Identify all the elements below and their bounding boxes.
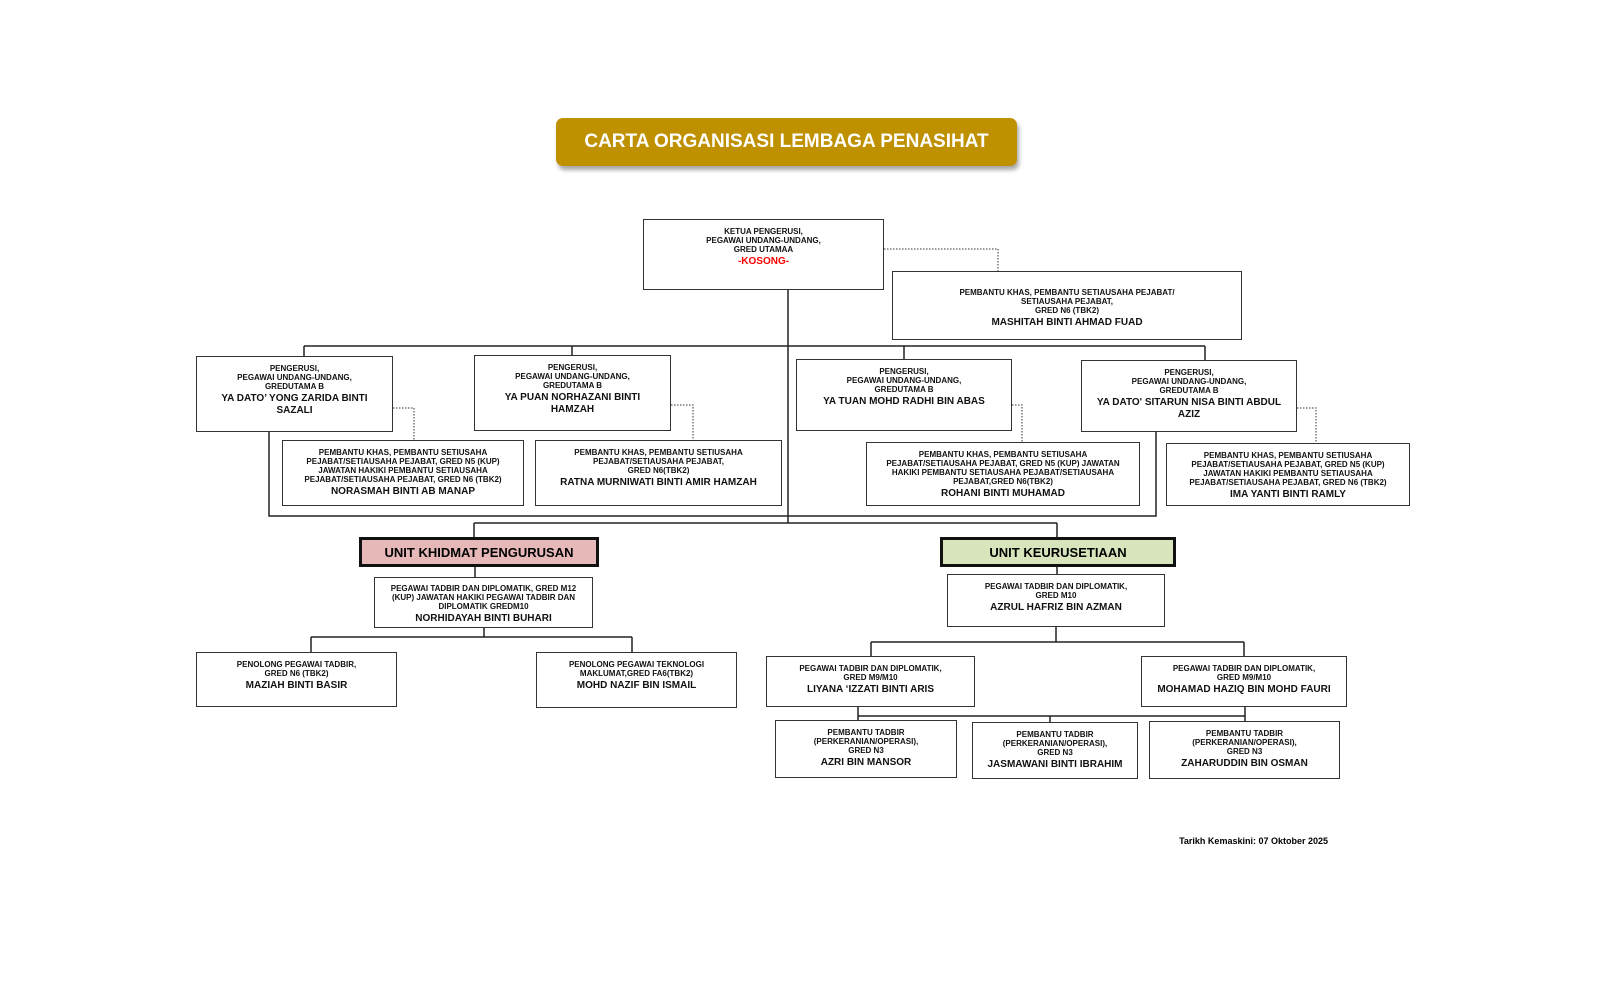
person-name: YA TUAN MOHD RADHI BIN ABAS — [823, 396, 985, 407]
position-title: KETUA PENGERUSI, PEGAWAI UNDANG-UNDANG, … — [706, 227, 821, 254]
position-title: PENGERUSI, PEGAWAI UNDANG-UNDANG, GREDUT… — [1131, 368, 1247, 395]
staff-box: PENOLONG PEGAWAI TADBIR, GRED N6 (TBK2) … — [196, 652, 397, 707]
person-name: MASHITAH BINTI AHMAD FUAD — [991, 317, 1143, 328]
position-title: PENGERUSI, PEGAWAI UNDANG-UNDANG, GREDUT… — [846, 367, 962, 394]
pengerusi-box: PENGERUSI, PEGAWAI UNDANG-UNDANG, GREDUT… — [474, 355, 671, 431]
chart-title: CARTA ORGANISASI LEMBAGA PENASIHAT — [556, 118, 1017, 166]
person-name: NORHIDAYAH BINTI BUHARI — [415, 613, 552, 624]
unit-khidmat-pengurusan-header: UNIT KHIDMAT PENGURUSAN — [359, 537, 599, 567]
assistant-box: PEMBANTU KHAS, PEMBANTU SETIUSAHA PEJABA… — [1166, 443, 1410, 506]
position-title: PEMBANTU TADBIR (PERKERANIAN/OPERASI), G… — [1002, 730, 1108, 757]
position-title: PEMBANTU TADBIR (PERKERANIAN/OPERASI), G… — [1192, 729, 1297, 756]
person-name: ZAHARUDDIN BIN OSMAN — [1181, 758, 1308, 769]
person-name: MAZIAH BINTI BASIR — [245, 680, 348, 691]
position-title: PEGAWAI TADBIR DAN DIPLOMATIK, GRED M9/M… — [799, 664, 942, 682]
unit-keurusetiaan-head-box: PEGAWAI TADBIR DAN DIPLOMATIK, GRED M10 … — [947, 574, 1165, 627]
assistant-box: PEMBANTU KHAS, PEMBANTU SETIUSAHA PEJABA… — [866, 442, 1140, 506]
person-name: ROHANI BINTI MUHAMAD — [941, 488, 1065, 499]
staff-box: PENOLONG PEGAWAI TEKNOLOGI MAKLUMAT,GRED… — [536, 652, 737, 708]
person-name: MOHAMAD HAZIQ BIN MOHD FAURI — [1157, 684, 1331, 695]
person-name: AZRI BIN MANSOR — [820, 757, 912, 768]
staff-box: PEMBANTU TADBIR (PERKERANIAN/OPERASI), G… — [972, 722, 1138, 779]
person-name: AZRUL HAFRIZ BIN AZMAN — [990, 602, 1122, 613]
unit-khidmat-head-box: PEGAWAI TADBIR DAN DIPLOMATIK, GRED M12 … — [374, 577, 593, 628]
staff-box: PEMBANTU TADBIR (PERKERANIAN/OPERASI), G… — [1149, 721, 1340, 779]
person-name: JASMAWANI BINTI IBRAHIM — [987, 759, 1123, 770]
position-title: PENGERUSI, PEGAWAI UNDANG-UNDANG, GREDUT… — [515, 363, 630, 390]
staff-box: PEMBANTU TADBIR (PERKERANIAN/OPERASI), G… — [775, 720, 957, 778]
position-title: PEGAWAI TADBIR DAN DIPLOMATIK, GRED M12 … — [390, 584, 577, 611]
vacant-label: -KOSONG- — [737, 256, 790, 267]
pengerusi-box: PENGERUSI, PEGAWAI UNDANG-UNDANG, GREDUT… — [196, 356, 393, 432]
person-name: LIYANA ‘IZZATI BINTI ARIS — [806, 684, 935, 695]
person-name: NORASMAH BINTI AB MANAP — [330, 486, 476, 497]
position-title: PEGAWAI TADBIR DAN DIPLOMATIK, GRED M10 — [984, 582, 1128, 600]
person-name: YA DATO' SITARUN NISA BINTI ABDUL AZIZ — [1096, 397, 1282, 420]
position-title: PENGERUSI, PEGAWAI UNDANG-UNDANG, GREDUT… — [237, 364, 352, 391]
position-title: PEMBANTU KHAS, PEMBANTU SETIUSAHA PEJABA… — [1189, 451, 1387, 487]
pengerusi-box: PENGERUSI, PEGAWAI UNDANG-UNDANG, GREDUT… — [1081, 360, 1297, 432]
person-name: MOHD NAZIF BIN ISMAIL — [576, 680, 697, 691]
last-updated-date: Tarikh Kemaskini: 07 Oktober 2025 — [1179, 836, 1328, 846]
officer-box: PEGAWAI TADBIR DAN DIPLOMATIK, GRED M9/M… — [1141, 656, 1347, 707]
position-title: PEMBANTU TADBIR (PERKERANIAN/OPERASI), G… — [813, 728, 919, 755]
ketua-assistant-box: PEMBANTU KHAS, PEMBANTU SETIAUSAHA PEJAB… — [892, 271, 1242, 340]
assistant-box: PEMBANTU KHAS, PEMBANTU SETIUSAHA PEJABA… — [282, 440, 524, 506]
position-title: PEMBANTU KHAS, PEMBANTU SETIUSAHA PEJABA… — [886, 450, 1120, 486]
position-title: PENOLONG PEGAWAI TEKNOLOGI MAKLUMAT,GRED… — [568, 660, 705, 678]
person-name: RATNA MURNIWATI BINTI AMIR HAMZAH — [560, 477, 757, 488]
unit-keurusetiaan-header: UNIT KEURUSETIAAN — [940, 537, 1176, 567]
assistant-box: PEMBANTU KHAS, PEMBANTU SETIUSAHA PEJABA… — [535, 440, 782, 506]
position-title: PEMBANTU KHAS, PEMBANTU SETIUSAHA PEJABA… — [574, 448, 743, 475]
position-title: PENOLONG PEGAWAI TADBIR, GRED N6 (TBK2) — [236, 660, 357, 678]
officer-box: PEGAWAI TADBIR DAN DIPLOMATIK, GRED M9/M… — [766, 656, 975, 707]
position-title: PEMBANTU KHAS, PEMBANTU SETIAUSAHA PEJAB… — [959, 288, 1175, 315]
person-name: IMA YANTI BINTI RAMLY — [1230, 489, 1346, 500]
person-name: YA PUAN NORHAZANI BINTI HAMZAH — [504, 392, 641, 415]
position-title: PEMBANTU KHAS, PEMBANTU SETIUSAHA PEJABA… — [304, 448, 502, 484]
pengerusi-box: PENGERUSI, PEGAWAI UNDANG-UNDANG, GREDUT… — [796, 359, 1012, 431]
position-title: PEGAWAI TADBIR DAN DIPLOMATIK, GRED M9/M… — [1172, 664, 1316, 682]
ketua-pengerusi-box: KETUA PENGERUSI, PEGAWAI UNDANG-UNDANG, … — [643, 219, 884, 290]
person-name: YA DATO’ YONG ZARIDA BINTI SAZALI — [221, 393, 368, 416]
